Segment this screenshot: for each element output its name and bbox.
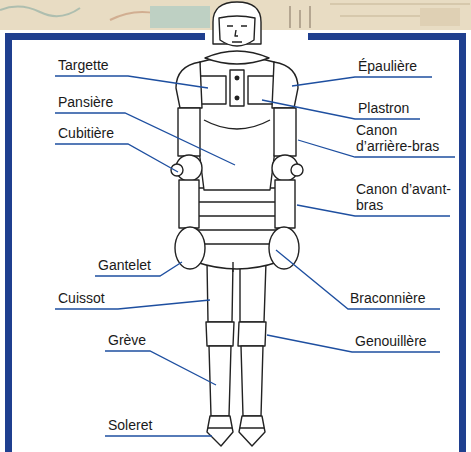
part-label: Grève [108,332,146,348]
part-label: Braconnière [350,290,426,306]
part-label: Cuissot [58,290,105,306]
part-label: Pansière [58,94,113,110]
leader-lines [55,76,455,436]
part-label: Plastron [358,100,409,116]
part-label: Soleret [108,417,152,433]
blue-frame [5,33,466,452]
armor-figure [171,2,303,446]
part-label: Canon d’avant-bras [356,181,456,213]
part-label: Gantelet [98,257,151,273]
part-label: Canon d’arrière-bras [356,122,456,154]
part-label: Cubitière [58,125,114,141]
part-label: Genouillère [355,333,427,349]
part-label: Épaulière [358,58,417,74]
part-label: Targette [58,57,109,73]
